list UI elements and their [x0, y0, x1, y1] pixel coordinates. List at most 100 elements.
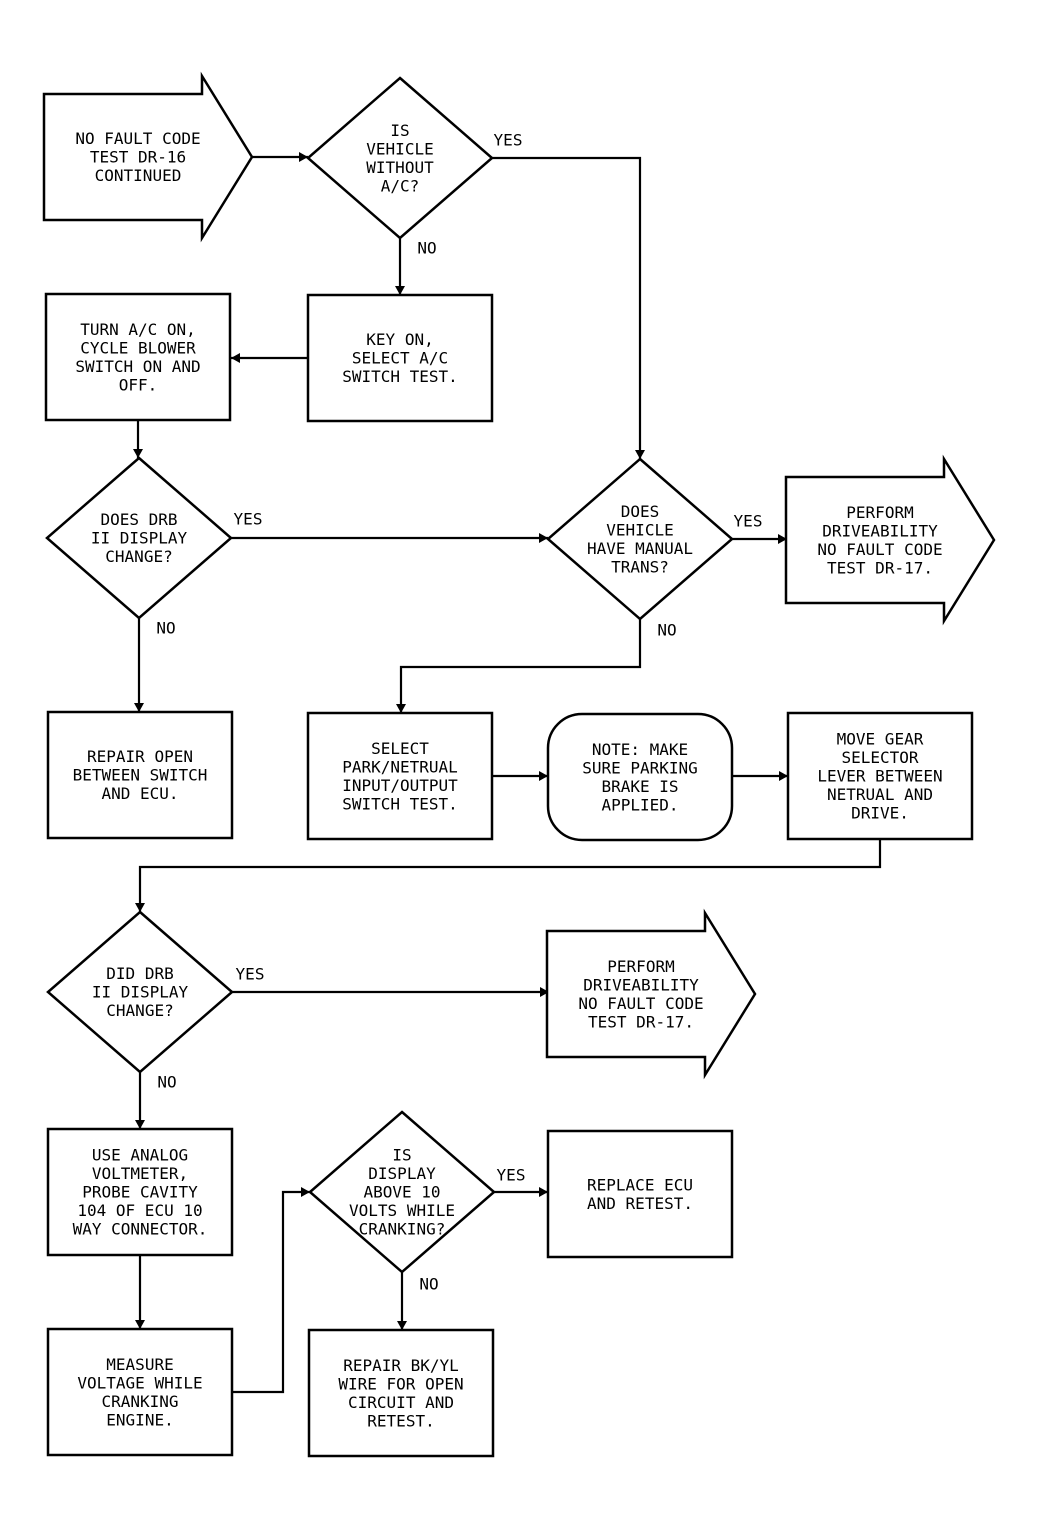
process-box [46, 1327, 234, 1457]
node-text-line: DOES [621, 502, 660, 521]
edge-label: NO [156, 619, 175, 638]
node-text-line: LEVER BETWEEN [817, 767, 942, 786]
arrowhead [779, 771, 788, 781]
process-box [306, 293, 494, 423]
node-text-line: NO FAULT CODE [817, 540, 942, 559]
arrowhead [135, 1120, 145, 1129]
node-text-line: CYCLE BLOWER [80, 338, 196, 357]
edge-label: NO [417, 239, 436, 258]
edge-q-ac-yes [492, 156, 642, 459]
node-text-line: VOLTAGE WHILE [77, 1373, 202, 1392]
node-text-line: NOTE: MAKE [592, 740, 688, 759]
node-text-line: CHANGE? [105, 547, 172, 566]
arrowhead [778, 534, 787, 544]
edge-label: NO [657, 621, 676, 640]
node-text-line: TRANS? [611, 557, 669, 576]
process-box [546, 1129, 734, 1259]
arrowhead [540, 987, 549, 997]
node-text-line: HAVE MANUAL [587, 539, 693, 558]
node-text-line: AND RETEST. [587, 1194, 693, 1213]
decision-diamond [308, 1110, 496, 1274]
node-text-line: WITHOUT [366, 158, 434, 177]
process-box [46, 1127, 234, 1257]
node-text-line: DRIVEABILITY [822, 521, 938, 540]
node-text-line: DRIVE. [851, 804, 909, 823]
node-text-line: CRANKING? [359, 1220, 446, 1239]
node-text-line: NETRUAL AND [827, 785, 933, 804]
node-text-line: PERFORM [846, 503, 913, 522]
node-text-line: REPLACE ECU [587, 1175, 693, 1194]
edge-label: YES [236, 965, 265, 984]
edge-label: YES [494, 131, 523, 150]
node-text-line: PERFORM [607, 957, 674, 976]
node-text-line: REPAIR OPEN [87, 747, 193, 766]
node-text-line: SELECT [371, 739, 429, 758]
arrowhead [134, 703, 144, 712]
edges-layer [133, 152, 882, 1394]
node-text-line: SWITCH TEST. [342, 367, 458, 386]
node-text-line: TEST DR-16 [90, 148, 186, 167]
node-text-line: USE ANALOG [92, 1146, 188, 1165]
terminal-arrow [545, 908, 757, 1080]
arrowhead [133, 449, 143, 458]
terminal-arrow [784, 454, 996, 626]
node-text-line: BRAKE IS [601, 777, 678, 796]
edge-measure-to-q-volts [232, 1190, 310, 1394]
node-text-line: SELECT A/C [352, 349, 448, 368]
node-text-line: PARK/NETRUAL [342, 757, 458, 776]
decision-diamond [46, 910, 234, 1074]
edge-label: YES [734, 512, 763, 531]
arrowhead [135, 1320, 145, 1329]
arrowhead [397, 1321, 407, 1330]
node-text-line: ABOVE 10 [363, 1183, 440, 1202]
node-text-line: VOLTS WHILE [349, 1201, 455, 1220]
node-text-line: PROBE CAVITY [82, 1183, 198, 1202]
node-text-line: II DISPLAY [91, 529, 188, 548]
node-text-line: OFF. [119, 375, 158, 394]
node-text-line: DISPLAY [368, 1164, 436, 1183]
edge-q-manual-no [399, 619, 642, 713]
node-text-line: MEASURE [106, 1355, 173, 1374]
process-box [44, 292, 232, 422]
node-text-line: AND ECU. [101, 784, 178, 803]
node-text-line: ENGINE. [106, 1410, 173, 1429]
arrowhead [539, 771, 548, 781]
node-text-line: IS [392, 1146, 411, 1165]
node-text-line: DRIVEABILITY [583, 975, 699, 994]
arrowhead [635, 450, 645, 459]
node-text-line: NO FAULT CODE [578, 994, 703, 1013]
arrowhead [539, 1187, 548, 1197]
node-text-line: SWITCH TEST. [342, 794, 458, 813]
arrowhead [299, 152, 308, 162]
node-text-line: 104 OF ECU 10 [77, 1201, 202, 1220]
process-box [786, 711, 974, 841]
node-text-line: IS [390, 121, 409, 140]
edge-label: NO [419, 1275, 438, 1294]
node-text-line: SURE PARKING [582, 758, 698, 777]
node-text-line: CRANKING [101, 1392, 178, 1411]
node-text-line: WAY CONNECTOR. [73, 1220, 208, 1239]
node-text-line: BETWEEN SWITCH [73, 766, 208, 785]
arrowhead [395, 286, 405, 295]
process-box [307, 1328, 495, 1458]
decision-diamond [306, 76, 494, 240]
edge-label: YES [234, 510, 263, 529]
arrowhead [135, 903, 145, 912]
